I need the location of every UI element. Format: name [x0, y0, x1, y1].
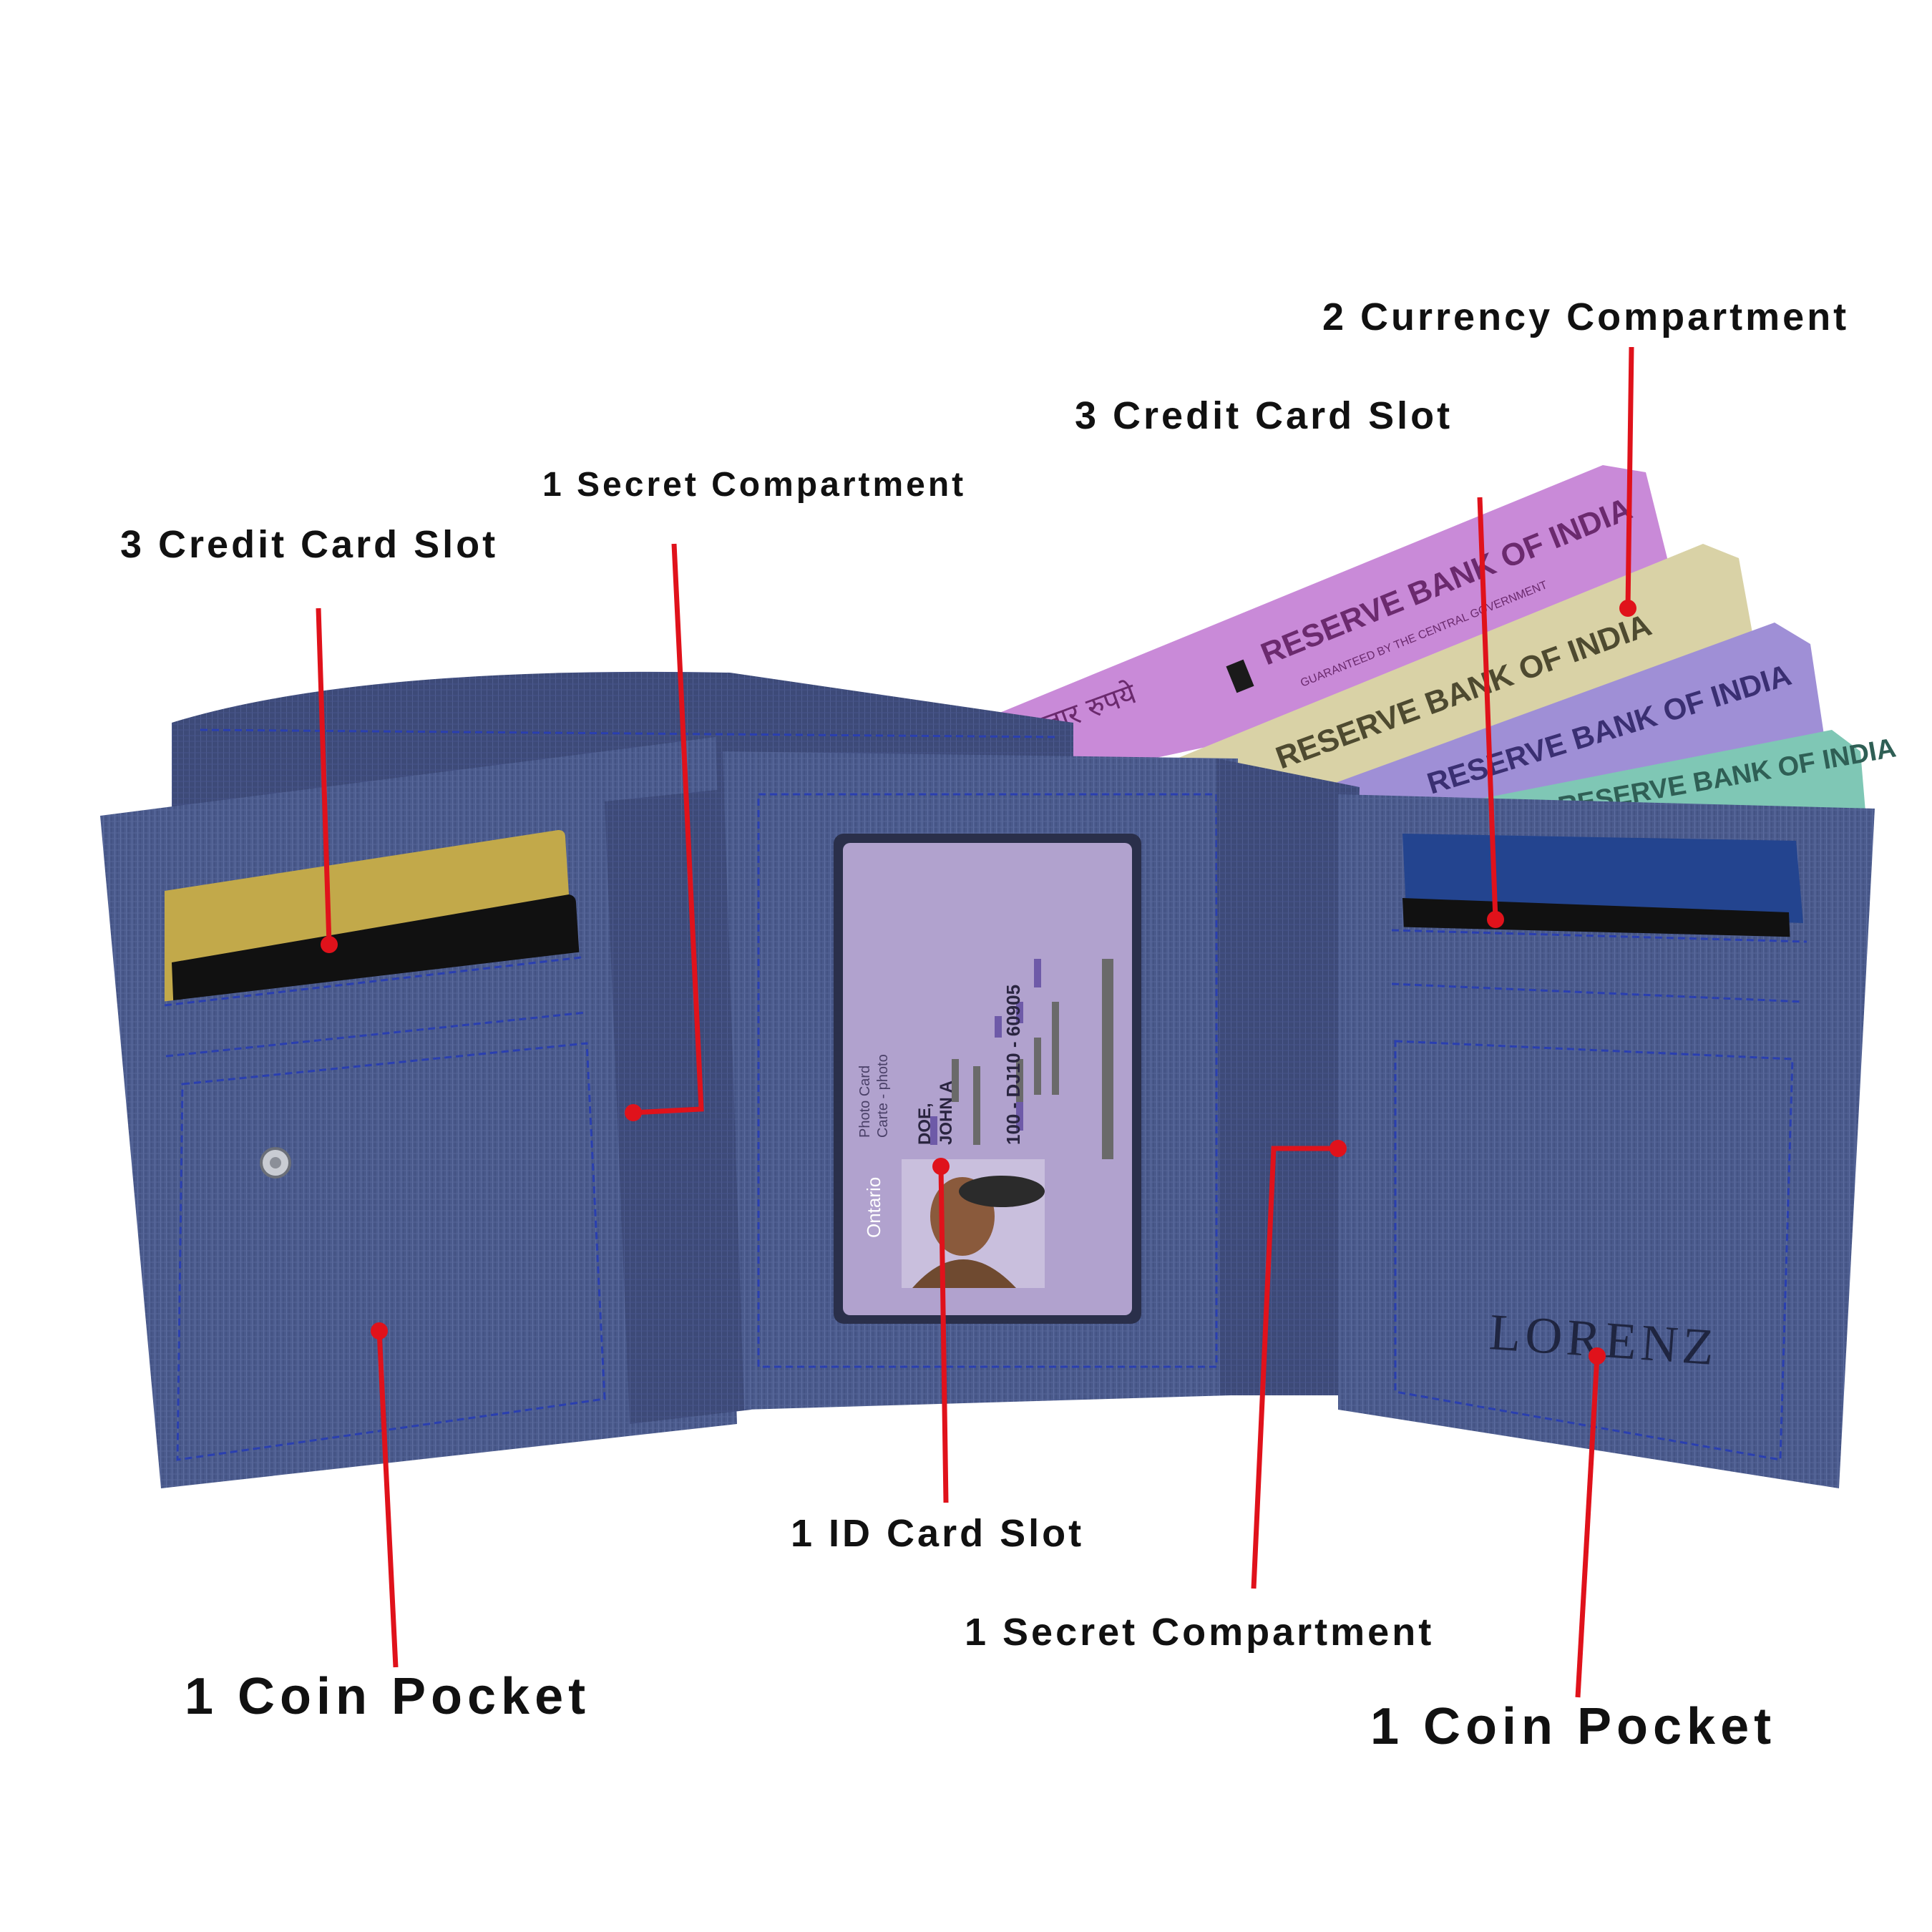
callout-line-right-secret	[1251, 1146, 1338, 1589]
left-slot-pocket-2	[161, 952, 587, 1066]
id-name-1: DOE,	[915, 1103, 935, 1145]
wallet-top-stitch	[200, 728, 1060, 738]
id-data-bars	[952, 959, 1113, 1159]
label-currency-compartment: 2 Currency Compartment	[1322, 296, 1850, 338]
callout-dots	[321, 600, 1636, 1365]
id-province: Ontario	[863, 1177, 884, 1238]
callout-line-left-credit	[316, 608, 332, 945]
id-name-2: JOHN A	[937, 1080, 956, 1145]
wallet-center-frame	[757, 793, 1218, 1368]
banknote-pink	[923, 465, 1689, 801]
label-left-secret-compartment: 1 Secret Compartment	[542, 466, 967, 504]
banknote-cream	[1159, 544, 1767, 823]
right-coin-pocket	[1385, 1030, 1803, 1474]
id-card-type: Photo Card	[857, 1065, 873, 1138]
callout-lines	[316, 346, 1634, 1698]
label-right-coin-pocket: 1 Coin Pocket	[1370, 1698, 1777, 1755]
banknote-security-thread	[1226, 659, 1254, 693]
left-coin-pocket	[165, 1030, 615, 1474]
callout-line-left-coin	[376, 1330, 399, 1668]
id-number: 100 - DJ10 - 60905	[1002, 985, 1024, 1145]
label-left-credit-slot: 3 Credit Card Slot	[120, 523, 499, 566]
callout-line-left-secret	[633, 543, 704, 1116]
callout-line-right-coin	[1575, 1355, 1600, 1698]
label-id-card-slot: 1 ID Card Slot	[791, 1512, 1085, 1555]
wallet-right-inner-panel	[1216, 758, 1360, 1395]
callout-line-id	[938, 1166, 949, 1503]
wallet-left-inner-panel	[605, 787, 751, 1424]
id-card-window: 100 - DJ10 - 60905 DOE, JOHN A Photo Car…	[834, 834, 1141, 1324]
callout-line-right-credit	[1477, 497, 1498, 920]
label-left-coin-pocket: 1 Coin Pocket	[185, 1668, 591, 1725]
label-right-secret-compartment: 1 Secret Compartment	[965, 1611, 1435, 1654]
blue-card	[1402, 834, 1803, 923]
callout-line-currency	[1625, 346, 1634, 609]
id-card-type-fr: Carte - photo	[875, 1054, 891, 1138]
label-right-credit-slot: 3 Credit Card Slot	[1075, 394, 1453, 437]
